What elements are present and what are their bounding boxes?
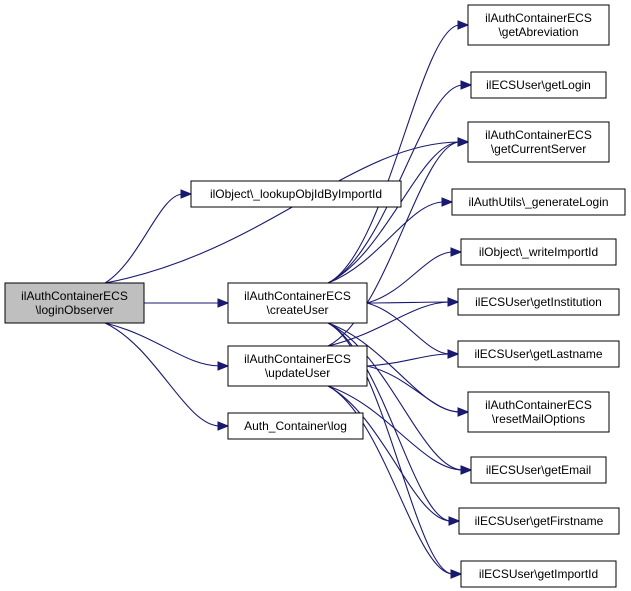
node-box [467, 121, 610, 163]
node-label: ilAuthContainerECS [244, 289, 351, 303]
node-label: ilObject\_writeImportId [479, 245, 598, 259]
edge-update-to-getServer [327, 141, 461, 347]
node-label: \getAbreviation [498, 25, 578, 39]
node-resetMail[interactable]: ilAuthContainerECS\resetMailOptions [467, 391, 610, 433]
arrowhead-update-to-getLast [447, 349, 460, 359]
node-label: \resetMailOptions [492, 412, 585, 426]
node-box [227, 282, 368, 324]
node-lookup[interactable]: ilObject\_lookupObjIdByImportId [190, 180, 402, 208]
edge-create-to-getImport [327, 322, 454, 575]
node-label: ilECSUser\getEmail [486, 463, 591, 477]
node-root[interactable]: ilAuthContainerECS\loginObserver [4, 282, 145, 324]
node-box [470, 71, 607, 99]
node-box [460, 560, 617, 588]
arrowhead-create-to-writeImport [450, 247, 463, 257]
node-label: ilECSUser\getFirstname [475, 514, 604, 528]
arrowhead-update-to-getFirst [448, 516, 461, 526]
node-label: \getCurrentServer [491, 142, 586, 156]
edge-create-to-getAbrev [327, 24, 461, 284]
node-box [4, 282, 145, 324]
node-label: ilECSUser\getLogin [486, 78, 591, 92]
node-label: \loginObserver [35, 303, 113, 317]
node-label: ilECSUser\getImportId [479, 567, 598, 581]
node-label: ilECSUser\getInstitution [475, 295, 602, 309]
arrowhead-root-to-lookup [180, 189, 193, 199]
arrowhead-create-to-getAbrev [457, 20, 470, 30]
node-getEmail[interactable]: ilECSUser\getEmail [470, 456, 607, 484]
arrowhead-root-to-log [217, 421, 230, 431]
arrowhead-create-to-getLogin [460, 80, 473, 90]
node-box [467, 391, 610, 433]
node-getLogin[interactable]: ilECSUser\getLogin [470, 71, 607, 99]
node-label: ilAuthUtils\_generateLogin [468, 195, 608, 209]
arrowhead-root-to-create [217, 298, 230, 308]
edge-create-to-getLogin [327, 84, 464, 284]
node-label: ilAuthContainerECS [485, 11, 592, 25]
node-box [190, 180, 402, 208]
node-create[interactable]: ilAuthContainerECS\createUser [227, 282, 368, 324]
node-box [460, 238, 617, 266]
edge-create-to-genLogin [327, 201, 445, 284]
edge-root-to-update [104, 322, 221, 367]
node-box [227, 412, 364, 440]
edge-update-to-getEmail [327, 385, 464, 471]
node-getInst[interactable]: ilECSUser\getInstitution [457, 288, 620, 316]
edge-create-to-writeImport [366, 251, 454, 304]
node-box [457, 288, 620, 316]
node-getImport[interactable]: ilECSUser\getImportId [460, 560, 617, 588]
node-box [457, 340, 620, 368]
node-box [470, 456, 607, 484]
node-genLogin[interactable]: ilAuthUtils\_generateLogin [451, 188, 626, 216]
node-label: ilAuthContainerECS [485, 128, 592, 142]
node-getServer[interactable]: ilAuthContainerECS\getCurrentServer [467, 121, 610, 163]
edge-update-to-resetMail [366, 365, 461, 413]
node-getFirst[interactable]: ilECSUser\getFirstname [458, 507, 620, 535]
edge-update-to-getFirst [327, 385, 452, 522]
edge-update-to-getLast [366, 353, 451, 367]
edge-update-to-getImport [327, 385, 454, 575]
arrowhead-update-to-getInst [447, 297, 460, 307]
edge-create-to-getEmail [327, 322, 464, 471]
node-label: ilAuthContainerECS [244, 352, 351, 366]
arrowhead-update-to-getImport [450, 569, 463, 579]
edge-create-to-getLast [366, 302, 451, 355]
node-label: ilECSUser\getLastname [474, 347, 602, 361]
node-box [458, 507, 620, 535]
arrowhead-create-to-genLogin [441, 197, 454, 207]
node-label: \updateUser [265, 366, 330, 380]
nodes-layer: ilAuthContainerECS\loginObserverilObject… [4, 4, 626, 588]
arrowhead-update-to-resetMail [457, 407, 470, 417]
edge-root-to-lookup [104, 193, 184, 284]
node-box [467, 4, 610, 46]
node-label: ilAuthContainerECS [485, 398, 592, 412]
edge-update-to-getInst [327, 301, 451, 347]
node-box [227, 345, 368, 387]
node-label: ilObject\_lookupObjIdByImportId [210, 187, 382, 201]
arrowhead-root-to-update [217, 361, 230, 371]
node-box [451, 188, 626, 216]
arrowhead-update-to-getServer [457, 137, 470, 147]
edge-root-to-getServer [104, 141, 461, 284]
node-log[interactable]: Auth_Container\log [227, 412, 364, 440]
node-update[interactable]: ilAuthContainerECS\updateUser [227, 345, 368, 387]
node-label: \createUser [266, 303, 328, 317]
node-getAbrev[interactable]: ilAuthContainerECS\getAbreviation [467, 4, 610, 46]
node-label: Auth_Container\log [244, 419, 347, 433]
node-getLast[interactable]: ilECSUser\getLastname [457, 340, 620, 368]
node-label: ilAuthContainerECS [21, 289, 128, 303]
edge-root-to-log [104, 322, 221, 427]
arrowhead-update-to-getEmail [460, 465, 473, 475]
node-writeImport[interactable]: ilObject\_writeImportId [460, 238, 617, 266]
